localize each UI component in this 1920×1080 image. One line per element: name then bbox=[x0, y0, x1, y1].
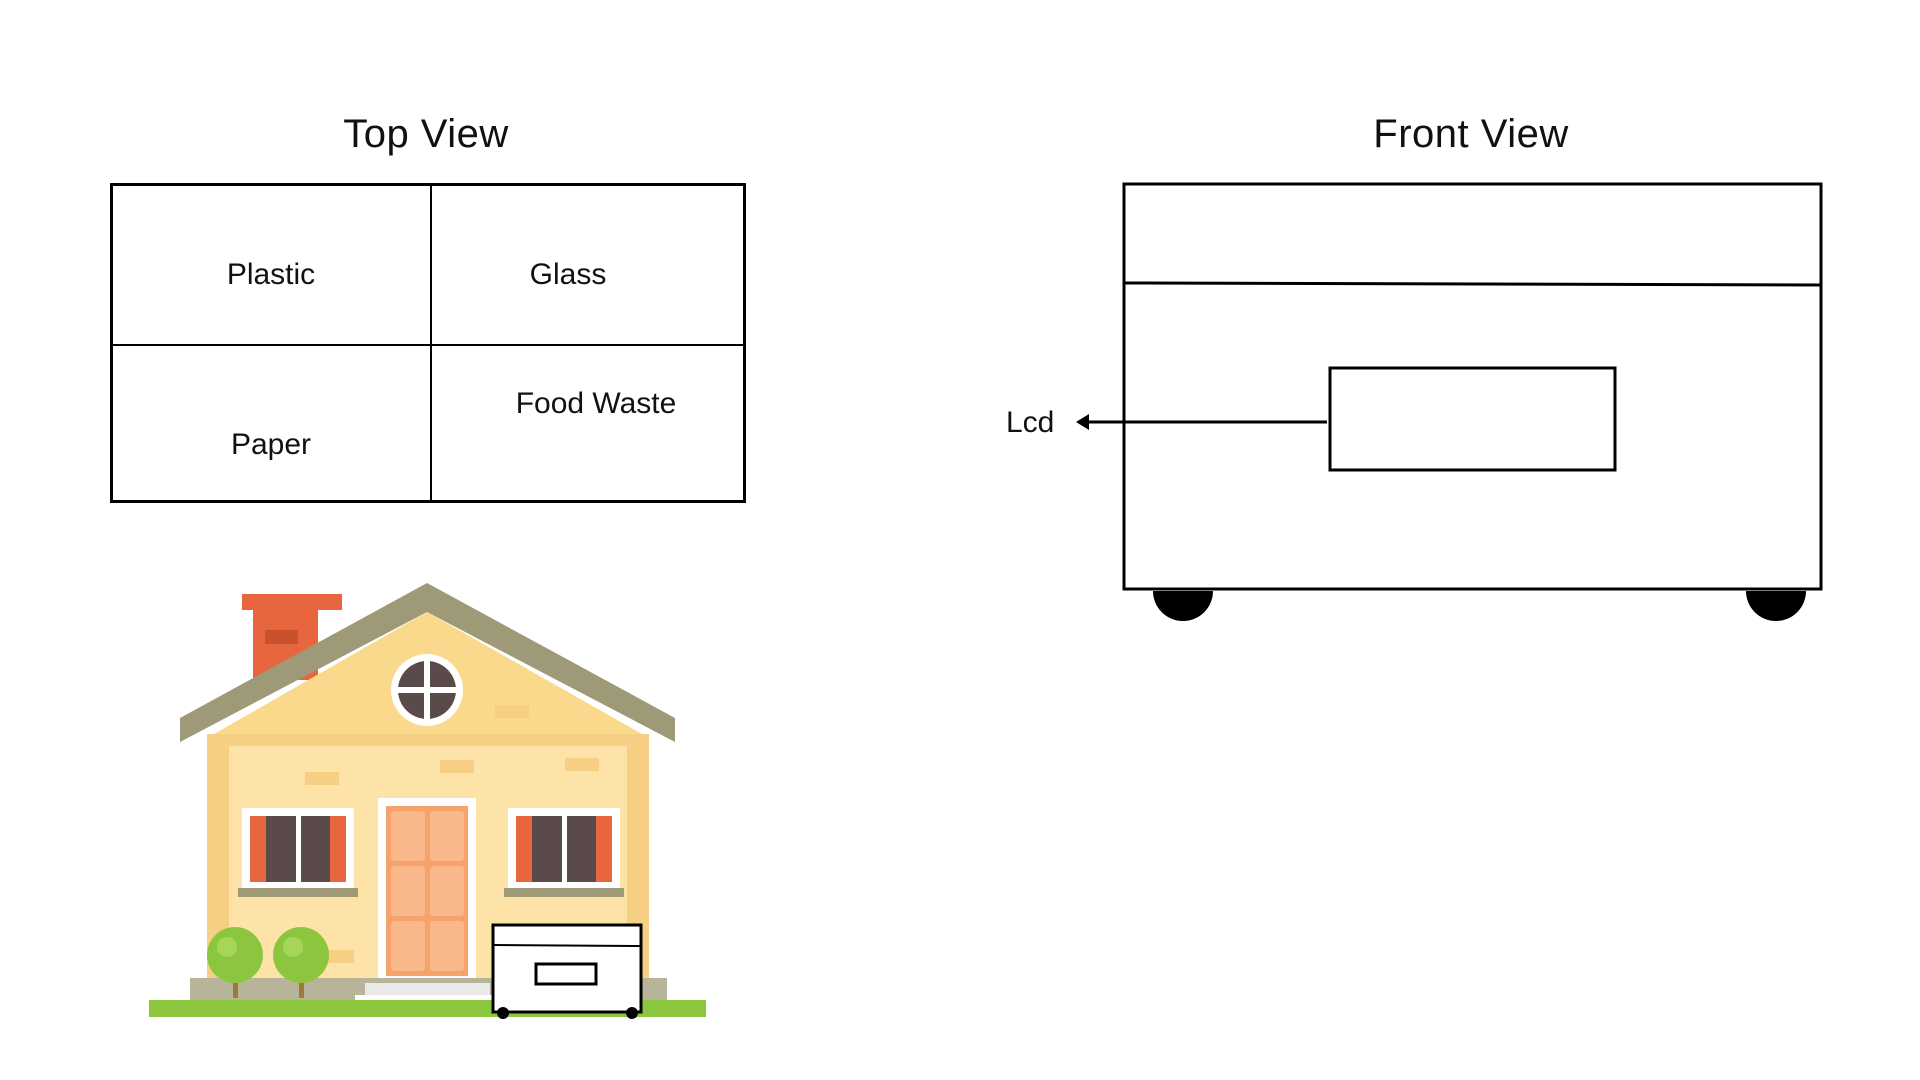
tree-right bbox=[273, 927, 329, 983]
tree-left bbox=[207, 927, 263, 983]
compartment-paper: Paper bbox=[230, 428, 312, 461]
compartment-plastic: Plastic bbox=[226, 258, 316, 291]
right-wheel bbox=[1746, 591, 1806, 621]
lcd-label: Lcd bbox=[1006, 406, 1055, 439]
top-view-grid: Plastic Glass Paper Food Waste bbox=[110, 183, 746, 503]
compartment-food-waste: Food Waste bbox=[515, 387, 677, 420]
lcd-screen bbox=[1328, 366, 1617, 472]
grid-horizontal-divider bbox=[113, 344, 743, 346]
top-view-title: Top View bbox=[343, 112, 509, 156]
compartment-glass: Glass bbox=[529, 258, 607, 291]
front-view-title: Front View bbox=[1373, 112, 1569, 156]
trash-bin-icon bbox=[491, 923, 643, 1019]
left-wheel bbox=[1153, 591, 1213, 621]
lcd-arrow-head bbox=[1076, 414, 1089, 430]
bin-body bbox=[1122, 182, 1823, 591]
grid-vertical-divider bbox=[430, 186, 432, 500]
lid-line bbox=[1123, 281, 1822, 287]
